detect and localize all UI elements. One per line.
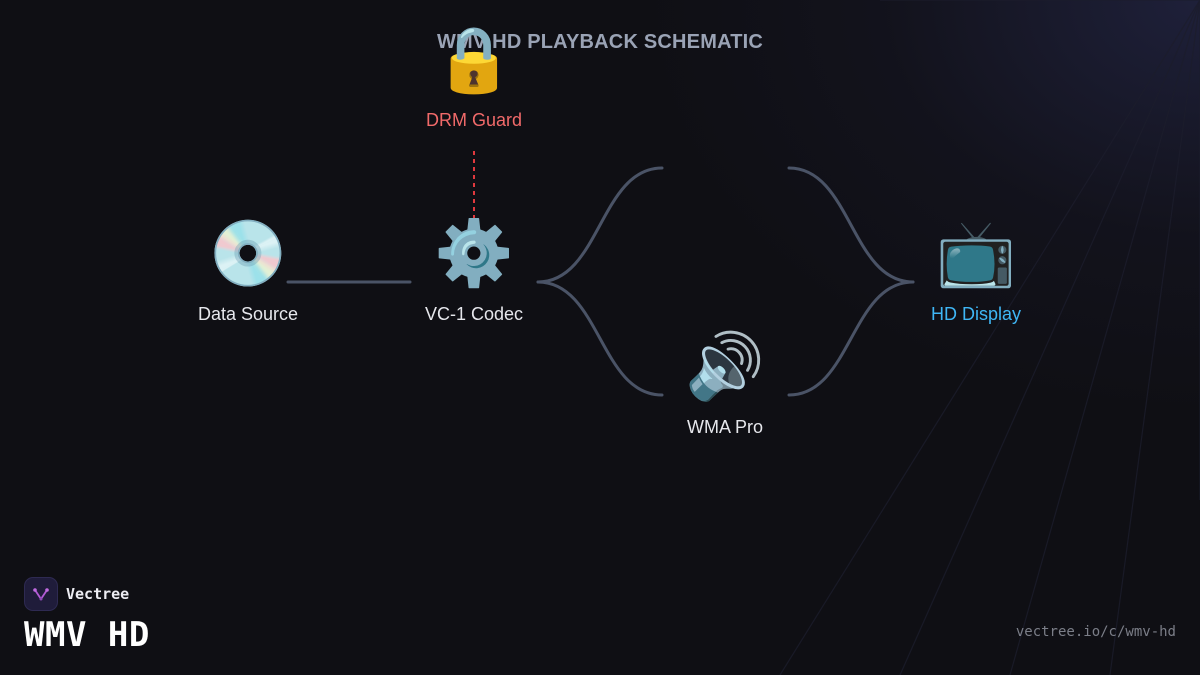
television-icon: 📺 <box>936 217 1016 291</box>
node-drm-guard[interactable]: 🔒 DRM Guard <box>384 22 564 131</box>
edge-codec-hd-upper <box>536 166 664 284</box>
node-label: Data Source <box>197 304 299 324</box>
node-hd-display[interactable]: 📺 HD Display <box>886 216 1066 325</box>
lock-icon: 🔒 <box>434 23 514 97</box>
node-wma-pro[interactable]: 🔊 WMA Pro <box>635 329 815 438</box>
brand-name: Vectree <box>66 585 130 603</box>
edge-codec-wma-lower <box>536 280 664 397</box>
speaker-icon: 🔊 <box>685 330 765 404</box>
node-label: VC-1 Codec <box>424 304 524 324</box>
source-url[interactable]: vectree.io/c/wmv-hd <box>1015 624 1176 640</box>
vectree-logo-icon <box>24 577 58 611</box>
node-label: DRM Guard <box>425 110 523 130</box>
node-label: HD Display <box>930 304 1022 324</box>
node-label: WMA Pro <box>686 417 763 437</box>
brand-block: Vectree WMV HD <box>24 577 150 655</box>
node-vc1-codec[interactable]: ⚙️ VC-1 Codec <box>384 216 564 325</box>
page-title: WMV HD <box>24 615 150 655</box>
gear-icon: ⚙️ <box>434 217 514 291</box>
disc-icon: 💿 <box>208 217 288 291</box>
edge-hd-upper <box>787 166 915 284</box>
diagram-title: WMV HD PLAYBACK SCHEMATIC <box>436 31 764 53</box>
node-data-source[interactable]: 💿 Data Source <box>158 216 338 325</box>
edge-wma-hd-lower <box>787 280 915 397</box>
